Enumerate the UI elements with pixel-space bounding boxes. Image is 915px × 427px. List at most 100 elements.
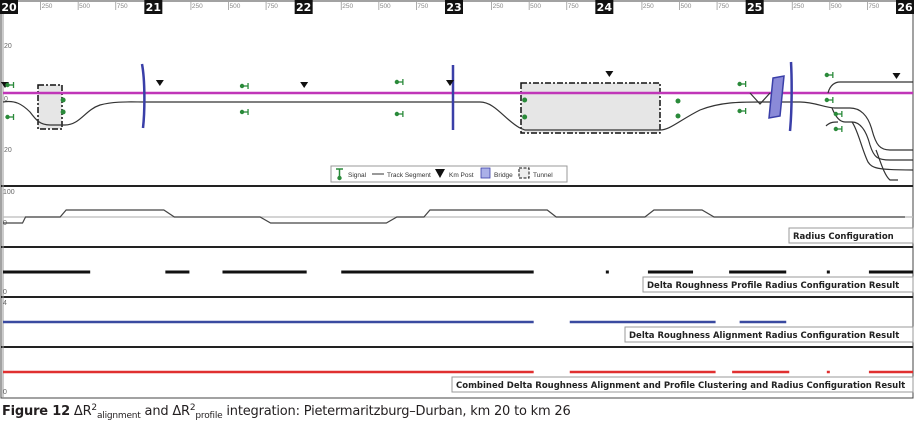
legend-label-tunnel: Tunnel [533, 172, 553, 179]
track-segment [875, 149, 898, 181]
km-marker-label: 22 [296, 1, 311, 14]
minor-tick-label: 500 [79, 3, 90, 10]
minor-tick-label: 500 [380, 3, 391, 10]
km-marker-label: 23 [446, 1, 461, 14]
minor-tick-label: 750 [117, 3, 128, 10]
signal-icon [522, 97, 528, 103]
km-marker [745, 0, 764, 14]
minor-tick-label: 750 [568, 3, 579, 10]
km-marker [445, 0, 463, 14]
signal-icon [833, 126, 843, 132]
track-segment [749, 92, 771, 105]
track-segment [2, 100, 913, 151]
minor-tick-label: 250 [793, 3, 804, 10]
km-marker [144, 0, 163, 14]
km-marker-label: 25 [747, 1, 762, 14]
km-marker [595, 0, 614, 14]
track-layout-panel: 20 0 20 Signal [1, 43, 914, 183]
km-post-icon [300, 82, 309, 88]
minor-tick-label: 750 [267, 3, 278, 10]
delta-roughness-profile-panel: 0 Delta Roughness Profile Radius Configu… [3, 270, 914, 296]
minor-tick-label: 250 [493, 3, 504, 10]
minor-tick-label: 500 [831, 3, 842, 10]
y-label: 20 [4, 147, 12, 154]
figure-caption: Figure 12 ΔR2alignment and ΔR2profile in… [2, 403, 571, 421]
track-segment [827, 81, 913, 94]
legend-box [330, 165, 568, 183]
panel-label: Radius Configuration [793, 232, 894, 242]
panel-label-box: Radius Configuration [788, 227, 914, 244]
signal-icon [60, 97, 66, 103]
signal-icon [737, 108, 747, 114]
bridge [768, 75, 785, 119]
signal-icon [824, 97, 834, 103]
signal-icon [60, 109, 66, 115]
y-label: 100 [3, 189, 15, 196]
tunnel-legend-icon [518, 167, 530, 179]
tunnel [37, 84, 63, 130]
signal-icon [5, 82, 15, 88]
km-post-icon [892, 73, 901, 79]
minor-tick-label: 500 [230, 3, 241, 10]
km-marker-label: 26 [897, 1, 913, 14]
minor-tick-label: 750 [868, 3, 879, 10]
tunnel [520, 82, 661, 134]
minor-tick-label: 750 [417, 3, 428, 10]
signal-icon [675, 98, 681, 104]
combined-result-panel: 0 Combined Delta Roughness Alignment and… [3, 370, 914, 396]
panel-label: Delta Roughness Profile Radius Configura… [647, 281, 899, 291]
legend-label-track-segment: Track Segment [387, 172, 431, 179]
y-label: 0 [3, 389, 7, 396]
panel-label: Combined Delta Roughness Alignment and P… [456, 381, 905, 391]
km-marker [896, 0, 914, 14]
bridge [140, 63, 146, 129]
legend-label-signal: Signal [348, 172, 367, 179]
km-post-icon [605, 71, 614, 77]
km-post-legend-icon [435, 169, 445, 178]
legend-label-bridge: Bridge [494, 172, 513, 179]
signal-icon [737, 81, 747, 87]
y-label: 0 [3, 289, 7, 296]
legend-label-km-post: Km Post [449, 172, 474, 179]
y-label: 0 [4, 96, 8, 103]
minor-tick-label: 250 [42, 3, 53, 10]
km-post-icon [445, 80, 454, 86]
minor-tick-label: 500 [530, 3, 541, 10]
minor-tick-label: 750 [718, 3, 729, 10]
km-post-icon [155, 80, 164, 86]
signal-icon [522, 114, 528, 120]
y-label: 20 [4, 43, 12, 50]
minor-tick-label: 500 [681, 3, 692, 10]
signal-icon [833, 111, 843, 117]
km-axis: 20 250 500 750 21 250 500 750 22 250 500 750 23 250 50… [0, 0, 914, 14]
minor-tick-label: 250 [192, 3, 203, 10]
panel-label: Delta Roughness Alignment Radius Configu… [629, 331, 899, 341]
panel-label-box: Delta Roughness Profile Radius Configura… [642, 276, 914, 293]
bridge-legend-icon [480, 167, 491, 179]
signal-icon [239, 109, 249, 115]
km-marker [0, 0, 18, 14]
panel-label-box: Combined Delta Roughness Alignment and P… [451, 376, 914, 393]
bridge [788, 61, 793, 132]
km-marker [294, 0, 313, 14]
figure-label: Figure 12 [2, 404, 70, 419]
signal-icon [239, 83, 249, 89]
km-marker-label: 21 [146, 1, 161, 14]
delta-r-profile: ΔR2profile [172, 403, 223, 421]
signal-legend-icon [336, 168, 343, 181]
y-label: 4 [3, 300, 7, 307]
radius-configuration-panel: 100 0 Radius Configuration [3, 189, 914, 244]
km-marker-label: 24 [597, 1, 613, 14]
km-marker-label: 20 [1, 1, 17, 14]
minor-tick-label: 250 [342, 3, 353, 10]
legend: Signal Track Segment Km Post Bridge Tunn… [330, 165, 568, 183]
signal-icon [824, 72, 834, 78]
signal-icon [394, 79, 404, 85]
signal-icon [394, 111, 404, 117]
signal-icon [675, 113, 681, 119]
radius-configuration-line [3, 209, 905, 224]
signal-icon [5, 114, 15, 120]
delta-r-alignment: ΔR2alignment [73, 403, 141, 421]
panel-label-box: Delta Roughness Alignment Radius Configu… [624, 326, 914, 343]
